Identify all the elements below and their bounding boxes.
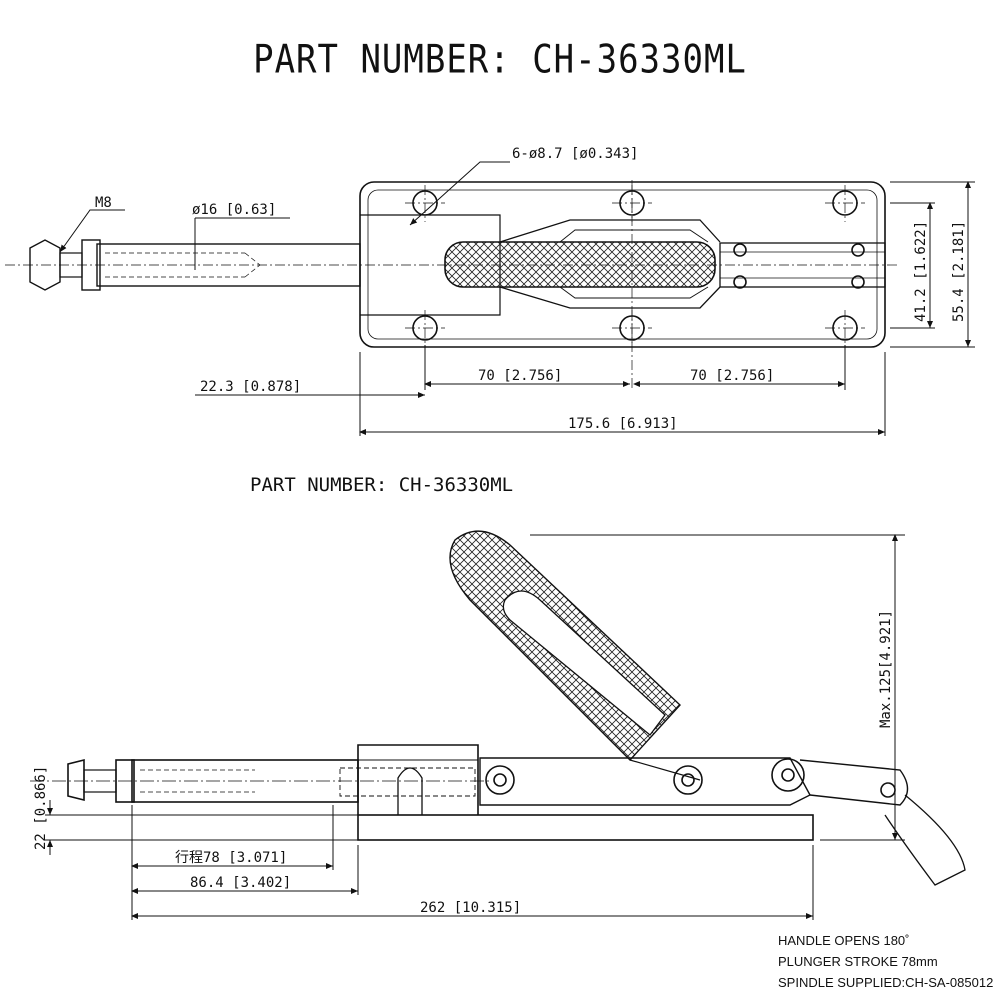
- notes-block: HANDLE OPENS 180˚ PLUNGER STROKE 78mm SP…: [778, 930, 993, 993]
- offset-label: 22.3 [0.878]: [200, 379, 301, 395]
- side-body-block: [357, 744, 479, 815]
- holes-label: 6-ø8.7 [ø0.343]: [512, 146, 638, 162]
- page-title: PART NUMBER: CH-36330ML: [253, 37, 747, 83]
- base-height-label: 22 [0.866]: [33, 766, 49, 850]
- side-base-plate: [357, 814, 814, 841]
- side-link-arm: [479, 757, 811, 806]
- note-plunger-stroke: PLUNGER STROKE 78mm: [778, 954, 938, 969]
- top-plunger-shaft: [96, 243, 361, 287]
- inner-height-label: 41.2 [1.622]: [913, 221, 929, 322]
- note-spindle: SPINDLE SUPPLIED:CH-SA-085012: [778, 975, 994, 990]
- side-view-labels: 行程78 [3.071] 86.4 [3.402] 262 [10.315] 2…: [33, 610, 894, 916]
- plunger-length-label: 86.4 [3.402]: [190, 875, 291, 891]
- max-height-label: Max.125[4.921]: [878, 610, 894, 728]
- pitch-left-label: 70 [2.756]: [478, 368, 562, 384]
- side-view: [30, 530, 966, 920]
- overall-length-label: 175.6 [6.913]: [568, 416, 678, 432]
- shaft-diameter-label: ø16 [0.63]: [192, 202, 276, 218]
- stroke-label: 行程78 [3.071]: [175, 850, 287, 866]
- side-lever-end: [884, 794, 966, 886]
- top-view-labels: 6-ø8.7 [ø0.343] M8 ø16 [0.63] 22.3 [0.87…: [95, 146, 967, 432]
- note-handle-opens: HANDLE OPENS 180˚: [778, 933, 910, 948]
- top-view: [5, 161, 975, 436]
- outer-height-label: 55.4 [2.181]: [951, 221, 967, 322]
- page-subtitle: PART NUMBER: CH-36330ML: [250, 474, 514, 496]
- thread-label: M8: [95, 195, 112, 211]
- top-handle-grip: [444, 241, 716, 288]
- side-overall-length-label: 262 [10.315]: [420, 900, 521, 916]
- pitch-right-label: 70 [2.756]: [690, 368, 774, 384]
- top-hex-nut: [29, 239, 61, 291]
